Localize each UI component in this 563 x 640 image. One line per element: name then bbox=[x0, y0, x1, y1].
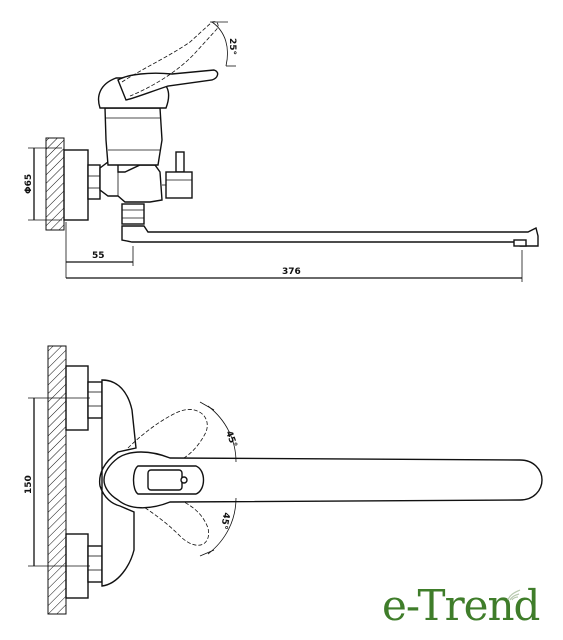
mixer-body-plan bbox=[98, 379, 137, 587]
handle-screw bbox=[180, 476, 188, 484]
mixer-body-side bbox=[99, 161, 163, 203]
side-view: 25° Φ65 55 376 bbox=[24, 21, 539, 282]
plan-view: 45° 45° 150 bbox=[24, 345, 543, 615]
eccentric-lower bbox=[87, 545, 103, 583]
lever-sweep-lower bbox=[129, 495, 209, 546]
brand-logo-text: e-Trend bbox=[382, 581, 540, 630]
spout-side bbox=[121, 225, 539, 247]
lever bbox=[117, 69, 219, 101]
cartridge-column bbox=[104, 107, 163, 166]
diameter-label: Φ65 bbox=[24, 174, 34, 194]
wifi-leaf-icon bbox=[507, 589, 521, 601]
wall-plate-top bbox=[63, 149, 89, 221]
offset-label: 55 bbox=[92, 251, 105, 261]
spacing-label: 150 bbox=[24, 475, 34, 494]
handle-angle-label: 25° bbox=[227, 38, 237, 55]
eccentric-upper bbox=[87, 381, 103, 419]
angle-lower-label: 45° bbox=[218, 511, 231, 530]
length-label: 376 bbox=[282, 267, 301, 277]
wall-hatch-bottom bbox=[47, 345, 67, 615]
diverter-knob bbox=[165, 171, 193, 199]
spout-nut bbox=[121, 203, 145, 225]
lever-sweep-upper bbox=[127, 409, 208, 465]
wall-hatch-top bbox=[45, 137, 65, 231]
lever-raised-outline bbox=[121, 21, 219, 97]
diverter-stem bbox=[175, 151, 185, 173]
brand-logo: e-Trend bbox=[382, 582, 552, 630]
aerator bbox=[513, 239, 527, 247]
eccentric-nut-top bbox=[87, 164, 101, 200]
angle-upper-label: 45° bbox=[223, 430, 238, 449]
spout-plan bbox=[103, 451, 543, 509]
handle-slot bbox=[147, 469, 183, 491]
